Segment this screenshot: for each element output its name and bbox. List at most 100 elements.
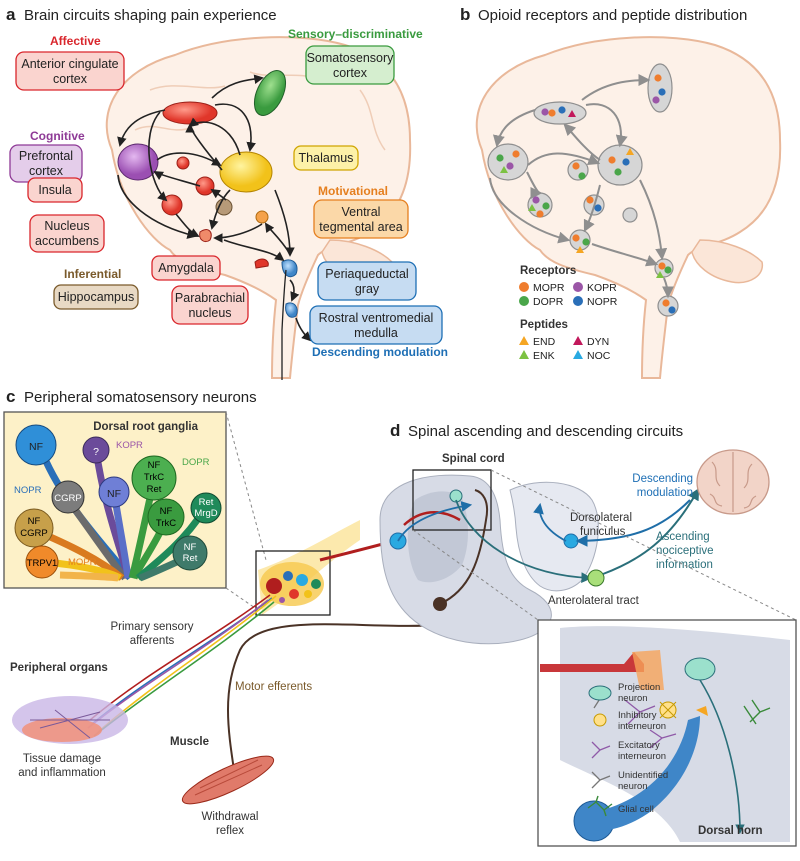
panel-b-title: Opioid receptors and peptide distributio… (478, 7, 747, 24)
d-motor (439, 489, 488, 605)
drg-title: Dorsal root ganglia (93, 421, 198, 433)
anterolateral-node (587, 569, 605, 587)
box-pag-line2: gray (355, 282, 380, 296)
legend-enk-tri (519, 350, 529, 359)
inset-projection-axon (699, 679, 745, 834)
label-asc-1: Ascending (656, 531, 710, 543)
inset-terminal (632, 650, 664, 690)
node-rvm (285, 302, 298, 318)
marker-end (576, 246, 584, 253)
n-retmrgd-2: MrgD (194, 508, 217, 519)
node-vta (255, 210, 269, 224)
label-reflex-2: reflex (216, 825, 244, 837)
label-tissue-2: and inflammation (18, 767, 106, 779)
legend-glial-icon (587, 795, 613, 817)
box-nac: Nucleus accumbens (29, 214, 105, 253)
label-tissue-1: Tissue damage (23, 753, 101, 765)
box-nac-line1: Nucleus (44, 219, 89, 233)
marker-dopr (542, 202, 550, 210)
legend-dyn-tri (573, 336, 583, 345)
label-dlf-2: funiculus (580, 526, 626, 538)
label-motivational: Motivational (318, 184, 388, 198)
legend-end: END (533, 336, 556, 348)
node-small-1 (176, 156, 190, 170)
n-nftrkc1-1: NF (148, 460, 161, 471)
label-muscle: Muscle (170, 736, 209, 748)
box-thalamus: Thalamus (293, 145, 359, 171)
box-pag: Periaqueductal gray (317, 261, 417, 301)
zoom-line-1 (225, 411, 267, 561)
legend-inhibitory-icon (593, 713, 607, 727)
legend-nopr-dot (573, 296, 583, 306)
marker-mopr (662, 299, 670, 307)
inset-afferent (540, 652, 644, 672)
n-nfret-2: Ret (183, 553, 198, 564)
marker-nopr (622, 158, 630, 166)
legend-excitatory-icon (591, 741, 611, 759)
spinal-right (509, 481, 599, 592)
label-affective: Affective (50, 34, 101, 48)
legend-kopr: KOPR (587, 282, 617, 294)
legend-projection-1: Projection (618, 682, 660, 693)
node-amygdala (199, 229, 212, 243)
box-pfc-line2: cortex (29, 164, 64, 178)
box-rvm: Rostral ventromedial medulla (309, 305, 443, 345)
inset-legend: Projection neuron Inhibitory interneuron… (587, 682, 668, 817)
marker-dopr (578, 172, 586, 180)
panel-b: b Opioid receptors and peptide distribut… (460, 5, 782, 379)
marker-enk (528, 204, 536, 211)
legend-unidentified-icon (591, 771, 611, 789)
node-nac (195, 176, 215, 196)
legend-dopr: DOPR (533, 296, 564, 308)
dorsal-horn-box (412, 469, 492, 531)
zoom-line-3 (490, 469, 797, 621)
marker-mopr (586, 196, 594, 204)
panel-d-letter: d (390, 421, 400, 440)
inset-projection (684, 657, 716, 681)
legend-noc: NOC (587, 350, 611, 362)
n-nftrkc1-3: Ret (147, 484, 162, 495)
box-insula: Insula (27, 177, 83, 203)
marker-mopr (658, 262, 666, 270)
box-nac-line2: accumbens (35, 234, 99, 248)
panel-c-letter: c (6, 387, 15, 406)
marker-nopr (658, 88, 666, 96)
d-afferent-red (403, 510, 461, 526)
label-spinal: Spinal cord (442, 453, 505, 465)
marker-kopr (652, 96, 660, 104)
box-rvm-line2: medulla (354, 326, 398, 340)
legend-end-tri (519, 336, 529, 345)
n-nfcgrp-2: CGRP (20, 528, 47, 539)
box-pfc-line1: Prefrontal (19, 149, 73, 163)
n-q: ? (93, 446, 99, 458)
descending-arrow (575, 499, 691, 547)
marker-mopr (536, 210, 544, 218)
dorsolateral-node (563, 533, 579, 549)
receptor-markers-b (496, 74, 676, 314)
legend-mopr-dot (519, 282, 529, 292)
n-nfret-1: NF (184, 542, 197, 553)
legend-mopr: MOPR (533, 282, 565, 294)
box-hippocampus-line1: Hippocampus (58, 290, 134, 304)
marker-mopr (572, 162, 580, 170)
marker-dopr (496, 154, 504, 162)
legend-projection-icon (588, 685, 612, 701)
legend-unidentified-1: Unidentified (618, 770, 668, 781)
n-nf2: NF (107, 488, 121, 500)
panel-a: a Brain circuits shaping pain experience (6, 5, 448, 380)
legend-projection-2: neuron (618, 693, 648, 704)
legend-inhibitory-2: interneuron (618, 721, 666, 732)
n-cgrp: CGRP (54, 493, 81, 504)
label-inferential: Inferential (64, 267, 121, 281)
marker-mopr (548, 109, 556, 117)
node-parabrachial (254, 258, 269, 269)
label-afferents-2: afferents (130, 635, 175, 647)
drg-neurons: NF ? CGRP NF NF TrkC Ret NF TrkC Ret Mrg… (14, 424, 222, 579)
label-asc-2: nociceptive (656, 545, 714, 557)
node-thalamus (219, 151, 273, 193)
box-rvm-line1: Rostral ventromedial (319, 311, 434, 325)
n-trkc-1: NF (160, 506, 173, 517)
panel-c: c Peripheral somatosensory neurons Dorsa… (3, 387, 461, 837)
box-parabrachial: Parabrachial nucleus (171, 285, 249, 325)
